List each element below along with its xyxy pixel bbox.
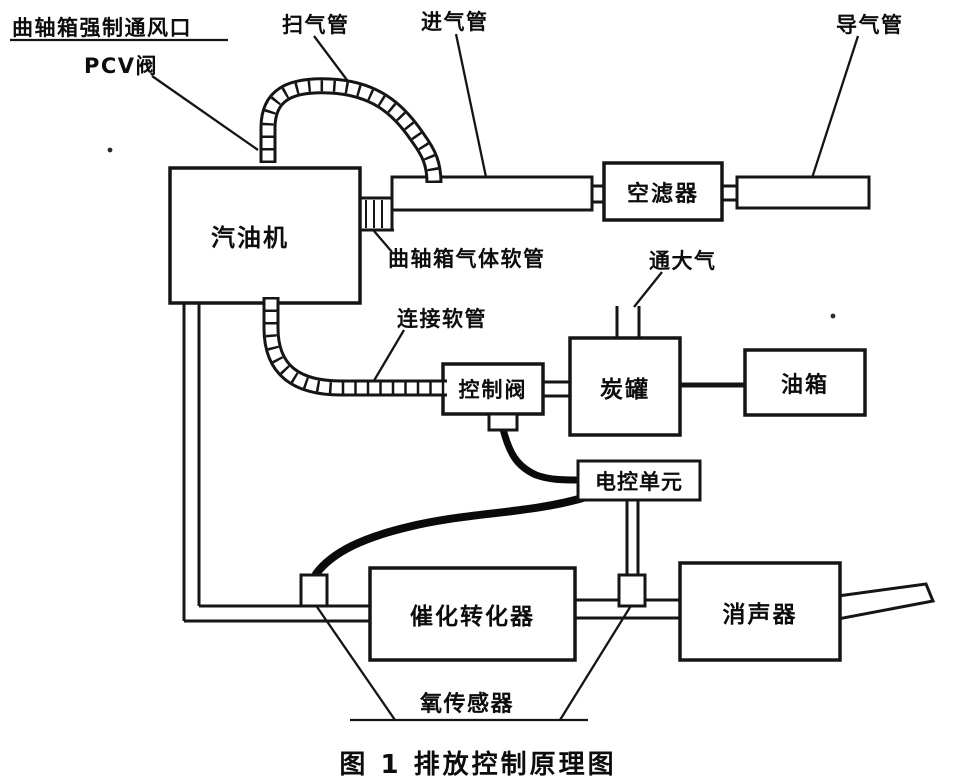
ecu-box bbox=[576, 459, 702, 502]
print-specks bbox=[107, 147, 836, 319]
label-oxygen-sensor: 氧传感器 bbox=[420, 692, 515, 717]
label-crankcase-vent: 曲轴箱强制通风口 bbox=[12, 16, 192, 40]
canister-label: 炭罐 bbox=[600, 376, 650, 403]
label-crankcase-hose: 曲轴箱气体软管 bbox=[388, 247, 546, 271]
atmosphere-leader bbox=[633, 271, 663, 308]
catalytic-converter-label: 催化转化器 bbox=[410, 604, 535, 630]
guide-leader bbox=[810, 35, 860, 179]
guide-pipe-box bbox=[735, 175, 871, 210]
leader-lines bbox=[10, 33, 860, 722]
fittings bbox=[299, 412, 647, 608]
canister-box bbox=[568, 336, 682, 437]
o2-left-leader bbox=[314, 603, 396, 721]
muffler-label: 消声器 bbox=[722, 601, 798, 628]
pcv-leader bbox=[151, 75, 259, 151]
crankcase-hose-leader bbox=[373, 230, 393, 253]
connecting-hose bbox=[262, 297, 447, 397]
intake-leader bbox=[454, 33, 488, 178]
connecting-hose-leader bbox=[371, 329, 405, 385]
duct-hatch-marks bbox=[365, 200, 383, 228]
control-valve-label: 控制阀 bbox=[458, 378, 528, 402]
ecu-label: 电控单元 bbox=[595, 469, 683, 494]
label-connecting-hose: 连接软管 bbox=[397, 307, 487, 331]
fuel-tank-box bbox=[743, 348, 867, 417]
label-pcv-valve: PCV阀 bbox=[84, 54, 159, 78]
label-scavenge-pipe: 扫气管 bbox=[282, 13, 350, 37]
scavenge-hose bbox=[259, 77, 443, 184]
engine-label: 汽油机 bbox=[211, 224, 289, 252]
label-guide-pipe: 导气管 bbox=[836, 13, 904, 37]
figure-caption: 图 1 排放控制原理图 bbox=[339, 750, 617, 780]
print-speck bbox=[107, 147, 113, 153]
cable-ecu-to-left-sensor bbox=[312, 493, 590, 578]
engine-box bbox=[168, 166, 362, 305]
hoses bbox=[259, 77, 447, 397]
label-intake-pipe: 进气管 bbox=[421, 10, 489, 34]
oxygen-sensor-right bbox=[617, 573, 647, 608]
muffler-box bbox=[678, 561, 842, 662]
print-speck bbox=[830, 313, 836, 319]
air-filter-label: 空滤器 bbox=[626, 181, 699, 207]
catalytic-converter-box bbox=[368, 566, 577, 662]
air-filter-box bbox=[602, 161, 724, 222]
label-to-atmosphere: 通大气 bbox=[649, 249, 717, 273]
o2-right-leader bbox=[559, 603, 633, 721]
cable-valve-to-ecu bbox=[499, 425, 586, 484]
intake-pipe-box bbox=[390, 175, 594, 212]
component-boxes bbox=[168, 161, 936, 662]
oxygen-sensor-left bbox=[299, 573, 329, 608]
fuel-tank-label: 油箱 bbox=[780, 372, 829, 398]
valve-outlet-fitting bbox=[487, 412, 519, 432]
tail-pipe bbox=[836, 582, 936, 621]
signal-cables bbox=[312, 425, 590, 578]
